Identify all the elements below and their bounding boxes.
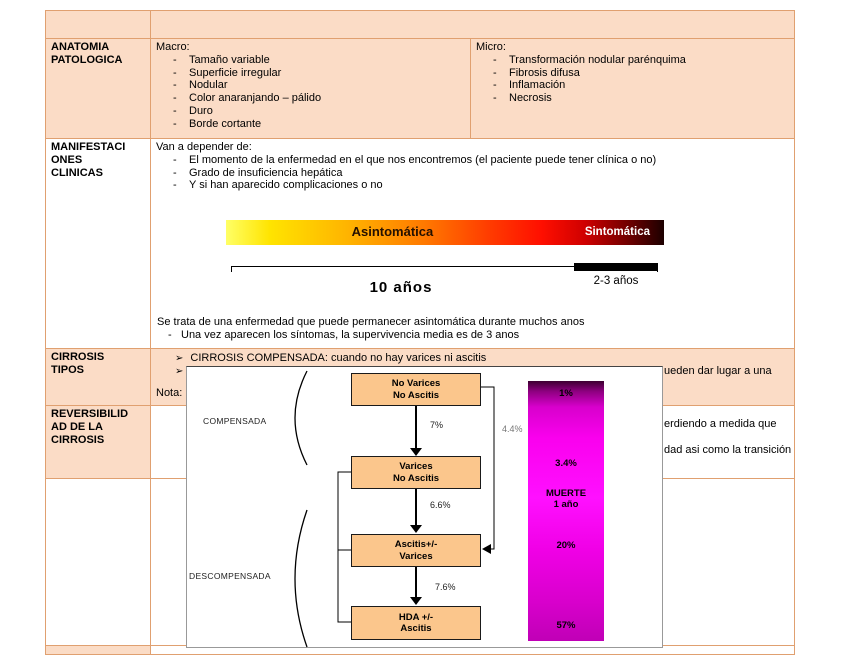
down-arrow-icon (410, 567, 422, 605)
skip-transition-rate-label: 4.4% (502, 424, 523, 434)
stage-box-no-varices-no-ascitis: No Varices No Ascitis (351, 373, 481, 406)
mortality-rate-label: 1% (559, 388, 573, 399)
mortality-rate-label: 3.4% (555, 458, 577, 469)
list-item: Duro (156, 105, 465, 118)
table-row-anatomia: ANATOMIA PATOLOGICA Macro: Tamaño variab… (45, 38, 795, 138)
list-item: Tamaño variable (156, 54, 465, 67)
transition-rate-label: 7% (430, 420, 444, 430)
left-arrowhead-icon (482, 544, 491, 554)
symptom-gradient-bar: Asintomática Sintomática (226, 220, 664, 245)
asymptomatic-label: Asintomática (351, 224, 434, 239)
table-row-manifestaciones: MANIFESTACI ONES CLINICAS Van a depender… (45, 138, 795, 348)
list-item: Transformación nodular parénquima (476, 54, 789, 67)
timeline-black-segment (574, 263, 658, 271)
list-item: Color anaranjando – pálido (156, 92, 465, 105)
mortality-bar: 1% 3.4% MUERTE 1 año 20% 57% (528, 381, 604, 641)
list-item: Fibrosis difusa (476, 67, 789, 80)
stage-box-hda-ascitis: HDA +/- Ascitis (351, 606, 481, 640)
nota-label: Nota: (156, 387, 183, 399)
manifestaciones-content-cell: Van a depender de: El momento de la enfe… (150, 138, 795, 348)
row-header-cirrosis-tipos: CIRROSIS TIPOS (45, 348, 150, 405)
cirrhosis-stages-figure: No Varices No Ascitis Varices No Ascitis… (186, 366, 663, 648)
manifestaciones-intro: Van a depender de: (156, 141, 252, 153)
transition-rate-label: 7.6% (435, 582, 456, 592)
anatomia-macro-cell: Macro: Tamaño variable Superficie irregu… (150, 38, 470, 138)
mortality-rate-label: 20% (556, 540, 576, 551)
timeline-10-years-label: 10 años (369, 279, 433, 296)
down-arrow-icon (410, 489, 422, 533)
transition-rate-label: 6.6% (430, 500, 451, 510)
row-header-manifestaciones: MANIFESTACI ONES CLINICAS (45, 138, 150, 348)
list-item: Grado de insuficiencia hepática (156, 167, 789, 180)
manifestaciones-outro: Se trata de una enfermedad que puede per… (157, 316, 585, 328)
down-arrow-icon (410, 406, 422, 456)
descompensada-brace-icon (294, 509, 308, 648)
cirrosis-compensada-item: CIRROSIS COMPENSADA: cuando no hay varic… (175, 352, 486, 364)
list-item: El momento de la enfermedad en el que no… (156, 154, 789, 167)
timeline-2-3-years-label: 2-3 años (593, 275, 639, 287)
row-header-anatomia: ANATOMIA PATOLOGICA (45, 38, 150, 138)
symptomatic-label: Sintomática (584, 226, 650, 238)
left-elbow-connector (337, 471, 351, 623)
muerte-1-ano-label: MUERTE 1 año (545, 488, 587, 510)
manifestaciones-outro-item: Una vez aparecen los síntomas, la superv… (168, 329, 519, 341)
flow-connectors-graphic (294, 370, 495, 648)
list-item: Superficie irregular (156, 67, 465, 80)
cirrosis-descompensada-fragment: ueden dar lugar a una (664, 365, 772, 377)
list-item: Inflamación (476, 79, 789, 92)
list-item: Borde cortante (156, 118, 465, 131)
bottom-header-cell (45, 645, 150, 655)
top-strip-content-cell (150, 10, 795, 38)
compensada-brace-icon (294, 370, 308, 466)
descompensada-group-label: DESCOMPENSADA (189, 571, 271, 581)
top-strip-header-cell (45, 10, 150, 38)
list-item: Nodular (156, 79, 465, 92)
row-header-reversibilidad: REVERSIBILID AD DE LA CIRROSIS (45, 405, 150, 478)
mortality-rate-label: 57% (556, 620, 576, 631)
stage-box-varices-no-ascitis: Varices No Ascitis (351, 456, 481, 489)
skip-transition-path (481, 386, 495, 550)
macro-title: Macro: (156, 41, 190, 53)
empty-header-cell (45, 478, 150, 645)
micro-title: Micro: (476, 41, 506, 53)
list-item: Y si han aparecido complicaciones o no (156, 179, 789, 192)
reversibilidad-fragment-1: erdiendo a medida que (664, 418, 777, 430)
compensada-group-label: COMPENSADA (203, 416, 267, 426)
list-item: Necrosis (476, 92, 789, 105)
reversibilidad-fragment-2: dad asi como la transición de (664, 444, 795, 456)
table-row-top-strip (45, 10, 795, 38)
stage-box-ascitis-varices: Ascitis+/- Varices (351, 534, 481, 567)
anatomia-micro-cell: Micro: Transformación nodular parénquima… (470, 38, 795, 138)
